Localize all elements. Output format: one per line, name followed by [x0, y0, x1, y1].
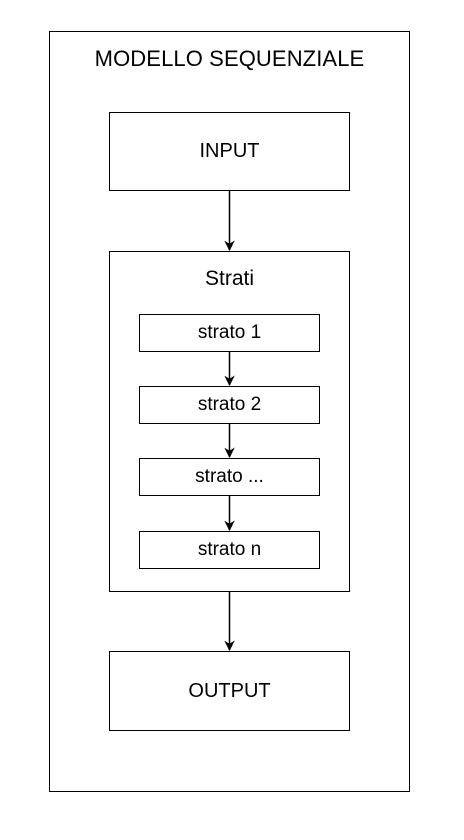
output-node: OUTPUT	[109, 651, 350, 731]
layer-node: strato n	[139, 531, 320, 569]
layer-label: strato ...	[195, 466, 264, 487]
layer-label: strato 1	[197, 322, 262, 343]
layer-node: strato 2	[139, 386, 320, 424]
input-label: INPUT	[199, 140, 260, 162]
layer-node: strato 1	[139, 314, 320, 352]
layers-group-label: Strati	[204, 267, 254, 290]
output-label: OUTPUT	[188, 679, 271, 702]
diagram-title: MODELLO SEQUENZIALE	[94, 46, 365, 71]
layer-node: strato ...	[139, 458, 320, 496]
input-node: INPUT	[109, 112, 350, 191]
layer-label: strato n	[197, 539, 262, 560]
layer-label: strato 2	[197, 394, 262, 415]
